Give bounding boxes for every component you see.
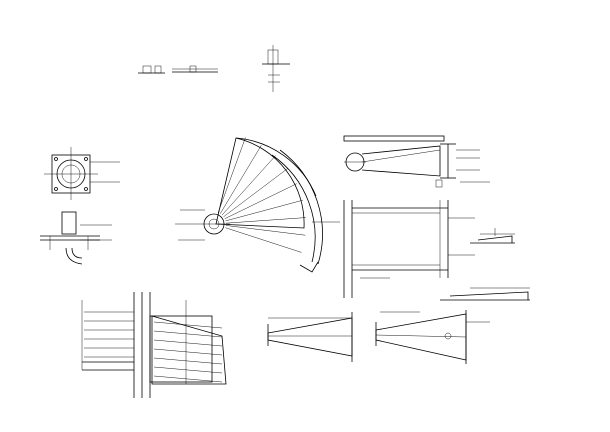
drawing-line — [224, 183, 297, 219]
drawing-line — [153, 375, 223, 383]
spiral-stair-plan — [175, 137, 340, 273]
drawing-line — [153, 357, 223, 365]
top-detail-a — [138, 65, 218, 74]
drawing-line — [153, 321, 223, 329]
top-detail-b — [262, 45, 290, 92]
drawing-line — [153, 348, 223, 356]
drawing-line — [225, 225, 306, 236]
tapered-beam-a — [267, 312, 353, 362]
drawing-line — [225, 217, 306, 224]
tapered-beam-b — [375, 310, 490, 364]
drawing-line — [225, 199, 303, 222]
spiral-treads — [217, 137, 306, 253]
column-elevation — [343, 200, 475, 298]
drawing-line — [217, 137, 246, 213]
base-plate-section — [40, 211, 112, 265]
drawing-line — [223, 168, 288, 217]
stair-side-elevation — [81, 292, 227, 398]
drawing-line — [153, 366, 223, 374]
drawing-line — [153, 339, 223, 347]
drawing-line — [153, 330, 223, 338]
stringer-elevation — [343, 135, 490, 188]
rail-lines — [84, 311, 134, 358]
drawing-line — [221, 155, 276, 216]
tread-lines — [153, 321, 223, 383]
small-bar-detail — [440, 228, 530, 301]
base-plate-plan — [44, 147, 120, 200]
drawing-line — [219, 145, 262, 214]
drawing-line — [225, 227, 302, 253]
